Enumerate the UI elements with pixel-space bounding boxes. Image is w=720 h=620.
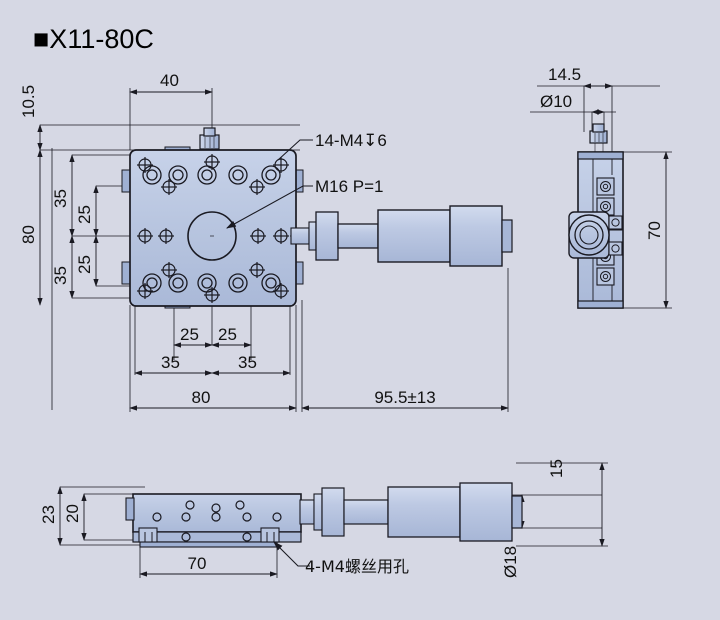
dim-bottom-35-left-text: 35: [161, 353, 180, 372]
callout-thread-text: M16 P=1: [315, 177, 384, 196]
dim-barrel-diameter-text: Ø18: [501, 546, 520, 578]
callout-thread: M16 P=1: [226, 177, 384, 229]
dim-knob-offset: 14.5: [548, 65, 613, 89]
dim-front-base-width: 70: [139, 554, 278, 577]
dim-travel-text: 95.5±13: [374, 388, 435, 407]
dim-micrometer-axis-text: 15: [547, 459, 566, 478]
dim-knob-diameter: Ø10: [540, 92, 605, 115]
dim-travel: 95.5±13: [301, 268, 509, 412]
dim-left-total-80: 80: [19, 149, 43, 306]
dim-bottom-total-text: 80: [192, 388, 211, 407]
dim-front-base-width-text: 70: [188, 554, 207, 573]
dim-left-35-lower: 35: [51, 235, 75, 299]
dim-bottom-25-right-text: 25: [218, 325, 237, 344]
page-title-text: ■X11-80C: [33, 24, 154, 54]
dim-side-height-text: 70: [645, 221, 664, 240]
stage-plate: [121, 146, 304, 309]
dim-top-width-text: 40: [160, 71, 179, 90]
dim-height-offset: 10.5: [19, 85, 43, 151]
dim-height-offset-text: 10.5: [19, 85, 38, 118]
dim-knob-diameter-text: Ø10: [540, 92, 572, 111]
dim-top-width: 40: [129, 71, 213, 95]
dim-left-35-lower-text: 35: [51, 266, 70, 285]
dim-left-25-lower-text: 25: [75, 255, 94, 274]
dim-front-body-height: 20: [63, 493, 87, 541]
callout-screw-holes: 4-M4螺丝用孔: [273, 541, 409, 576]
callout-screw-holes-text: 4-M4螺丝用孔: [305, 557, 409, 576]
counterbore-holes: [142, 165, 281, 293]
dim-knob-offset-text: 14.5: [548, 65, 581, 84]
dim-bottom-35-right: 35: [211, 353, 291, 376]
side-view: 14.5 Ø10 70: [530, 65, 672, 309]
dim-side-height: 70: [645, 151, 669, 309]
front-view: 23 20 70 15 Ø18: [39, 459, 608, 578]
dim-left-35-upper: 35: [51, 154, 75, 237]
dim-left-25-upper: 25: [75, 185, 99, 237]
front-view-witness-lines: [60, 462, 608, 578]
callout-holes-text: 14-M4↧6: [315, 131, 387, 150]
dim-left-35-upper-text: 35: [51, 189, 70, 208]
page-title: ■X11-80C: [33, 24, 154, 54]
dim-bottom-total-80: 80: [129, 388, 297, 411]
dim-bottom-35-right-text: 35: [238, 353, 257, 372]
dim-left-25-lower: 25: [75, 235, 99, 287]
dim-micrometer-axis: 15: [547, 459, 605, 547]
micrometer-assembly-top: [290, 205, 513, 267]
dim-bottom-25-right: 25: [211, 325, 252, 348]
top-view: 10.5 40: [19, 71, 513, 412]
dim-left-total-text: 80: [19, 225, 38, 244]
dim-bottom-35-left: 35: [134, 353, 213, 376]
dim-front-total-height-text: 23: [39, 505, 58, 524]
dim-front-body-height-text: 20: [63, 504, 82, 523]
side-view-body: [568, 123, 624, 309]
dim-bottom-25-left-text: 25: [180, 325, 199, 344]
lock-knob-top: [199, 127, 220, 150]
dim-left-25-upper-text: 25: [75, 205, 94, 224]
dim-front-total-height: 23: [39, 486, 63, 546]
callout-holes: 14-M4↧6: [277, 131, 387, 161]
front-view-body: [125, 482, 523, 548]
dim-bottom-25-left: 25: [173, 325, 213, 348]
